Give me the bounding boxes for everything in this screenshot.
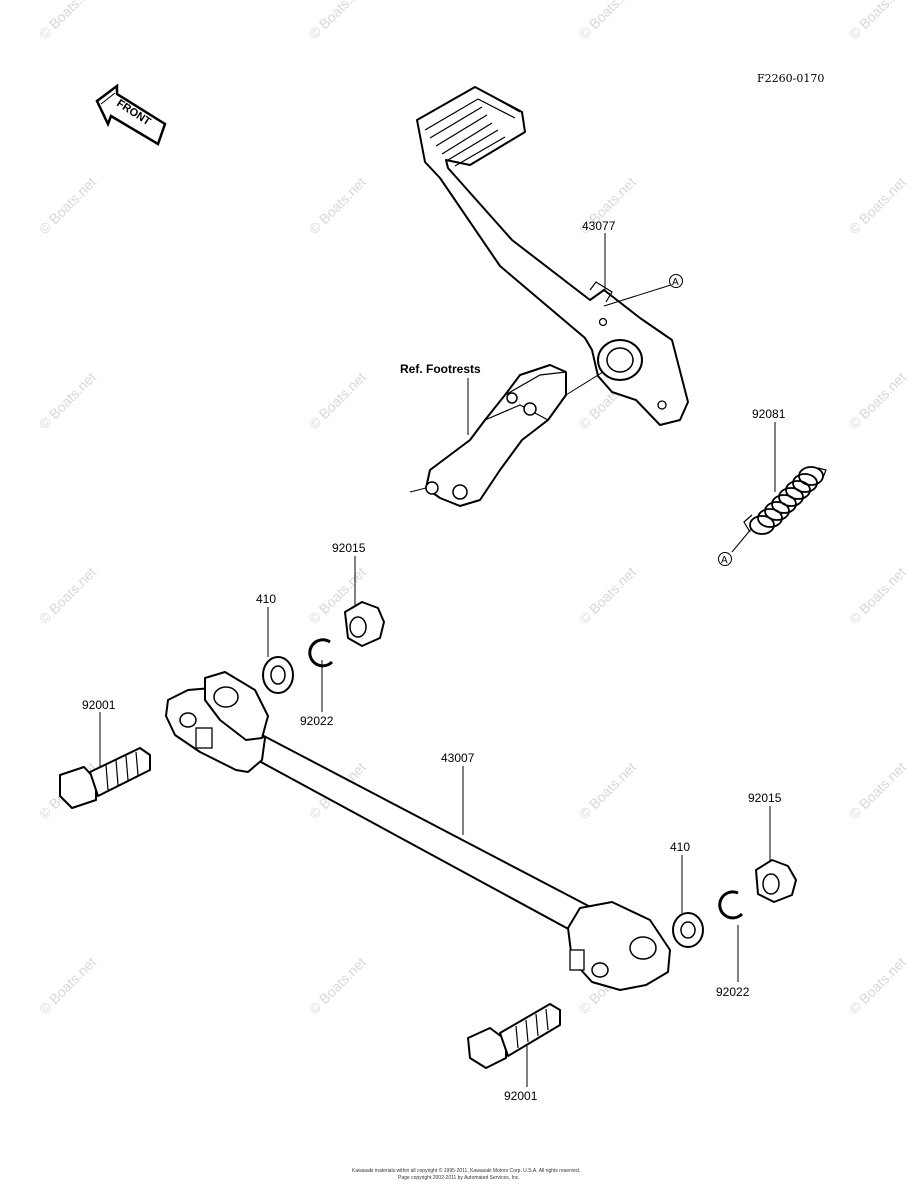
- callout-bolt-left: 92001: [82, 698, 116, 712]
- watermark: © Boats.net: [306, 954, 369, 1017]
- figure-number: F2260-0170: [757, 72, 824, 85]
- marker-letter: A: [672, 277, 679, 288]
- watermark: © Boats.net: [846, 174, 909, 237]
- watermark: © Boats.net: [36, 174, 99, 237]
- watermark: © Boats.net: [36, 369, 99, 432]
- watermark: © Boats.net: [846, 954, 909, 1017]
- callout-nut-left: 92015: [332, 541, 366, 555]
- watermark: © Boats.net: [36, 0, 99, 42]
- watermark: © Boats.net: [576, 759, 639, 822]
- callout-labels: 43077 Ref. Footrests 92081 92015 410 920…: [82, 219, 786, 1103]
- watermark: © Boats.net: [306, 174, 369, 237]
- return-spring-drawing: [743, 466, 827, 535]
- watermark: © Boats.net: [846, 369, 909, 432]
- copyright-line-2: Page copyright 2002-2011 by Automated Se…: [398, 1175, 520, 1181]
- front-arrow-icon: FRONT: [95, 83, 167, 146]
- callout-clip-left: 92022: [300, 714, 334, 728]
- watermark: © Boats.net: [306, 0, 369, 42]
- watermark: © Boats.net: [846, 0, 909, 42]
- marker-letter: A: [721, 555, 728, 566]
- watermark: © Boats.net: [36, 954, 99, 1017]
- callout-brake-pedal: 43077: [582, 219, 616, 233]
- watermark: © Boats.net: [846, 564, 909, 627]
- watermark: © Boats.net: [576, 0, 639, 42]
- left-hardware-drawing: [59, 601, 385, 809]
- brake-rod-drawing: [165, 671, 671, 991]
- watermark: © Boats.net: [36, 564, 99, 627]
- copyright-line-1: Kawasaki materials within all copyright …: [352, 1167, 580, 1174]
- brake-pedal-drawing: [416, 86, 689, 426]
- watermark: © Boats.net: [306, 369, 369, 432]
- reference-label: Ref. Footrests: [400, 362, 481, 376]
- marker-a-top: A: [669, 274, 683, 288]
- callout-spring: 92081: [752, 407, 786, 421]
- callout-clip-right: 92022: [716, 985, 750, 999]
- watermark: © Boats.net: [846, 759, 909, 822]
- marker-a-bottom: A: [718, 552, 732, 566]
- callout-nut-right: 92015: [748, 791, 782, 805]
- footrest-bracket-drawing: [409, 364, 604, 507]
- callout-rod: 43007: [441, 751, 475, 765]
- watermark: © Boats.net: [576, 564, 639, 627]
- right-hardware-drawing: [467, 859, 797, 1069]
- callout-bolt-right: 92001: [504, 1089, 538, 1103]
- leader-lines: [99, 233, 776, 1087]
- callout-washer-right: 410: [670, 840, 690, 854]
- callout-washer-left: 410: [256, 592, 276, 606]
